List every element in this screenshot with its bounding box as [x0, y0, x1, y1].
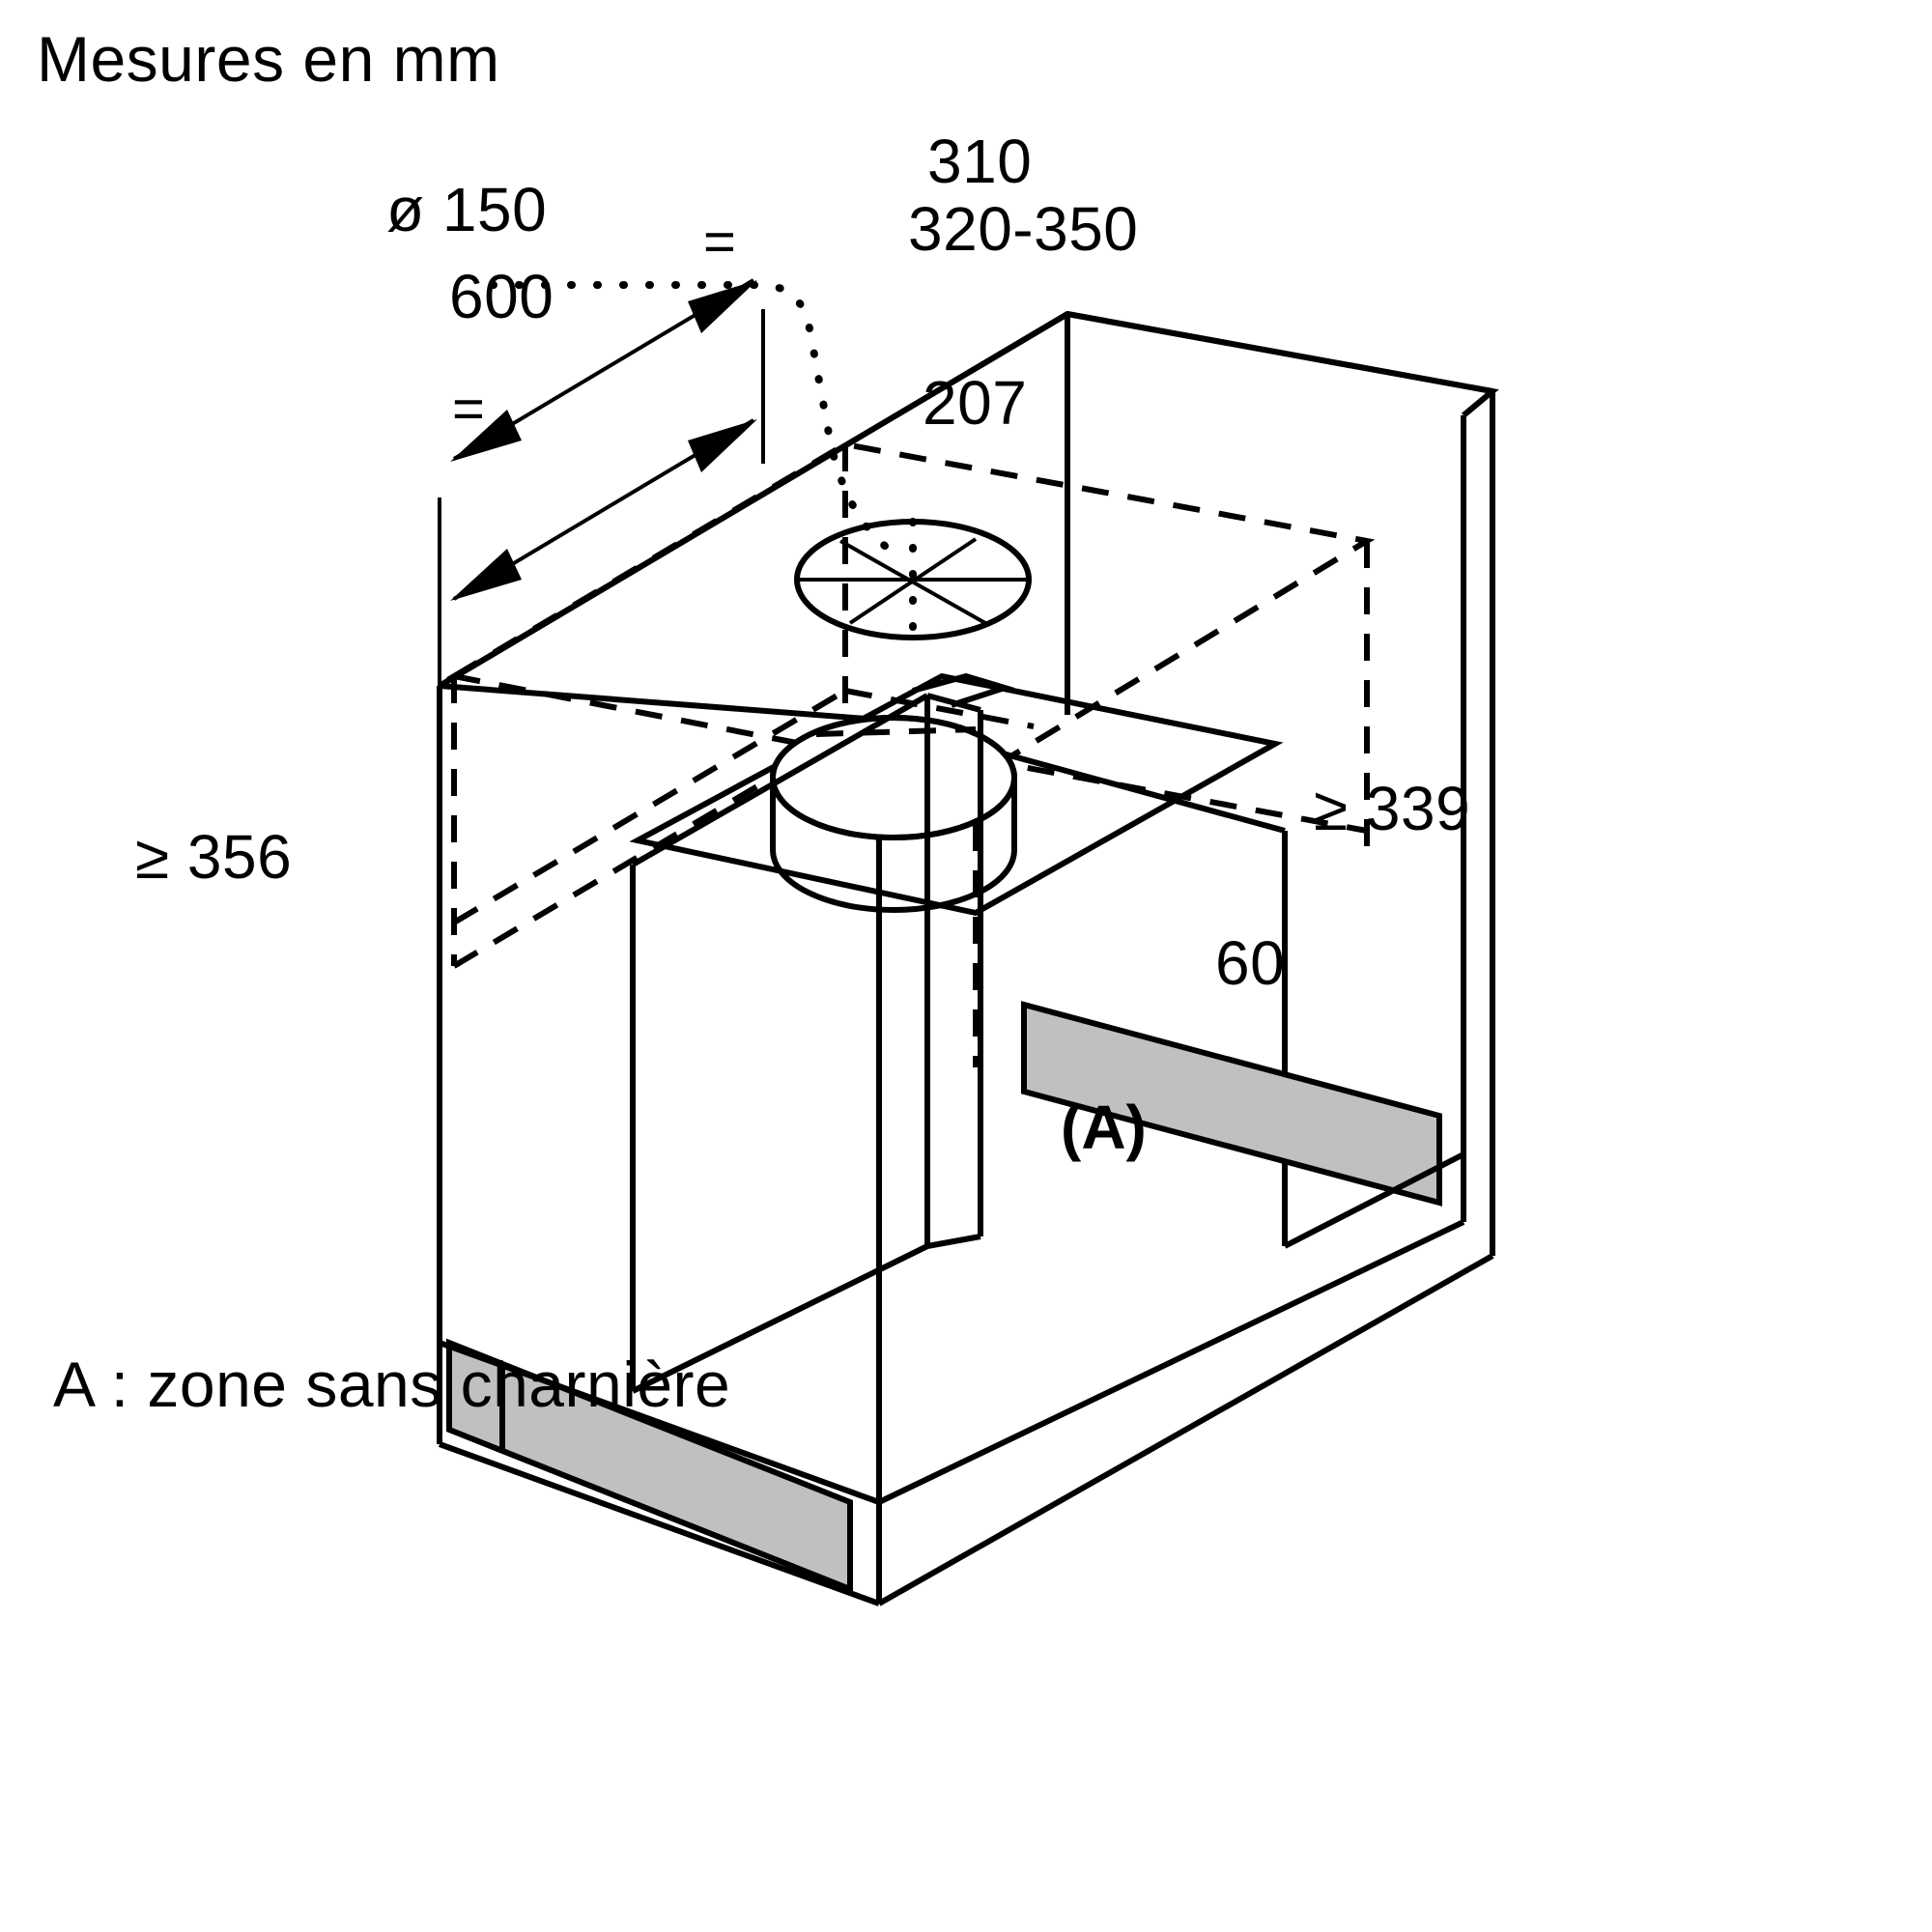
dim-label-cabinet-width: 600: [449, 262, 554, 331]
shaded-panel-upper: [1021, 1001, 1442, 1207]
equal-mark-top: =: [703, 211, 736, 273]
page-caption: A : zone sans charnière: [53, 1349, 731, 1420]
dim-label-depth-upper: 310: [927, 127, 1033, 196]
duct-opening-top: [794, 518, 1032, 646]
dim-label-front-panel-height: 60: [1215, 928, 1286, 998]
page-title: Mesures en mm: [37, 23, 500, 95]
cabinet-base: [438, 1151, 1494, 1606]
dim-label-height-min-right: ≥ 339: [1314, 774, 1471, 843]
cabinet-outline-group: [437, 310, 1499, 1488]
dim-600: [438, 278, 765, 691]
shaded-panel-front: [446, 1338, 853, 1594]
dim-label-depth-range: 320-350: [908, 194, 1139, 264]
dim-leader-duct-diameter: [489, 281, 902, 559]
appliance-body: [630, 672, 1015, 1394]
dim-label-duct-diameter: ø 150: [386, 175, 548, 244]
dim-label-offset-207: 207: [923, 368, 1028, 438]
dim-label-height-min-left: ≥ 356: [135, 822, 293, 892]
callout-label-zone-a: (A): [1061, 1093, 1147, 1162]
equal-mark-left: =: [452, 378, 485, 440]
